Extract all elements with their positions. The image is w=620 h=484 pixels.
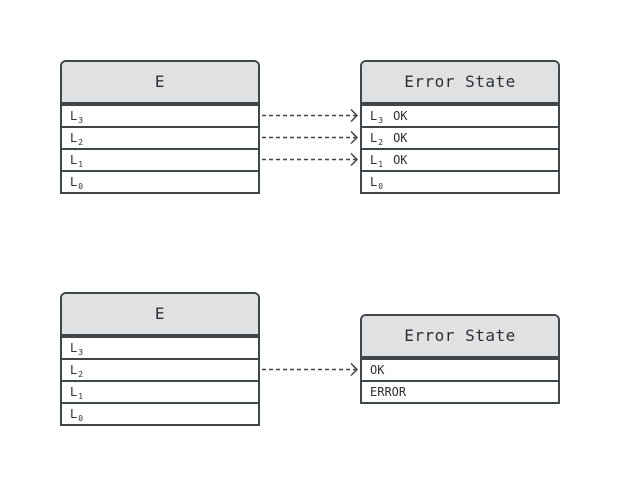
table-row: OK xyxy=(362,358,558,380)
source-table-e: E L3 L2 L1 L0 xyxy=(60,292,260,426)
row-label: L xyxy=(70,153,78,167)
table-row: L2 xyxy=(62,358,258,380)
table-row: L1 xyxy=(62,380,258,402)
dashed-arrow xyxy=(262,152,359,167)
row-subscript: 3 xyxy=(378,116,384,125)
row-label: L xyxy=(370,175,378,189)
table-row: L3 xyxy=(62,104,258,126)
row-label: L xyxy=(70,131,78,145)
row-subscript: 1 xyxy=(78,392,84,401)
row-label: L xyxy=(70,407,78,421)
row-subscript: 2 xyxy=(78,370,84,379)
table-row: L2 OK xyxy=(362,126,558,148)
arrowhead-icon xyxy=(350,362,359,377)
row-subscript: 1 xyxy=(78,160,84,169)
row-status: OK xyxy=(393,131,408,145)
row-subscript: 3 xyxy=(78,116,84,125)
row-subscript: 0 xyxy=(78,414,84,423)
row-label: L xyxy=(70,363,78,377)
source-table-e: E L3 L2 L1 L0 xyxy=(60,60,260,194)
row-subscript: 0 xyxy=(78,182,84,191)
arrowhead-icon xyxy=(350,108,359,123)
row-text: ERROR xyxy=(370,385,407,399)
row-subscript: 1 xyxy=(378,160,384,169)
row-subscript: 3 xyxy=(78,348,84,357)
row-label: L xyxy=(370,109,378,123)
dashed-arrow xyxy=(262,130,359,145)
table-row: L3 xyxy=(62,336,258,358)
arrowhead-icon xyxy=(350,130,359,145)
row-label: L xyxy=(70,109,78,123)
row-label: L xyxy=(70,385,78,399)
row-subscript: 2 xyxy=(78,138,84,147)
table-row: L0 xyxy=(362,170,558,192)
row-label: L xyxy=(370,131,378,145)
arrowhead-icon xyxy=(350,152,359,167)
table-row: ERROR xyxy=(362,380,558,402)
row-subscript: 0 xyxy=(378,182,384,191)
row-status: OK xyxy=(393,109,408,123)
table-row: L3 OK xyxy=(362,104,558,126)
row-subscript: 2 xyxy=(378,138,384,147)
row-label: L xyxy=(370,153,378,167)
dashed-arrow xyxy=(262,108,359,123)
row-label: L xyxy=(70,341,78,355)
table-title: E xyxy=(62,294,258,336)
table-row: L0 xyxy=(62,402,258,424)
row-text: OK xyxy=(370,363,385,377)
table-row: L2 xyxy=(62,126,258,148)
target-table-error-state: Error State OK ERROR xyxy=(360,314,560,404)
row-label: L xyxy=(70,175,78,189)
table-title: Error State xyxy=(362,316,558,358)
table-title: Error State xyxy=(362,62,558,104)
row-status: OK xyxy=(393,153,408,167)
table-title: E xyxy=(62,62,258,104)
table-row: L0 xyxy=(62,170,258,192)
table-row: L1 OK xyxy=(362,148,558,170)
table-row: L1 xyxy=(62,148,258,170)
dashed-arrow xyxy=(262,362,359,377)
